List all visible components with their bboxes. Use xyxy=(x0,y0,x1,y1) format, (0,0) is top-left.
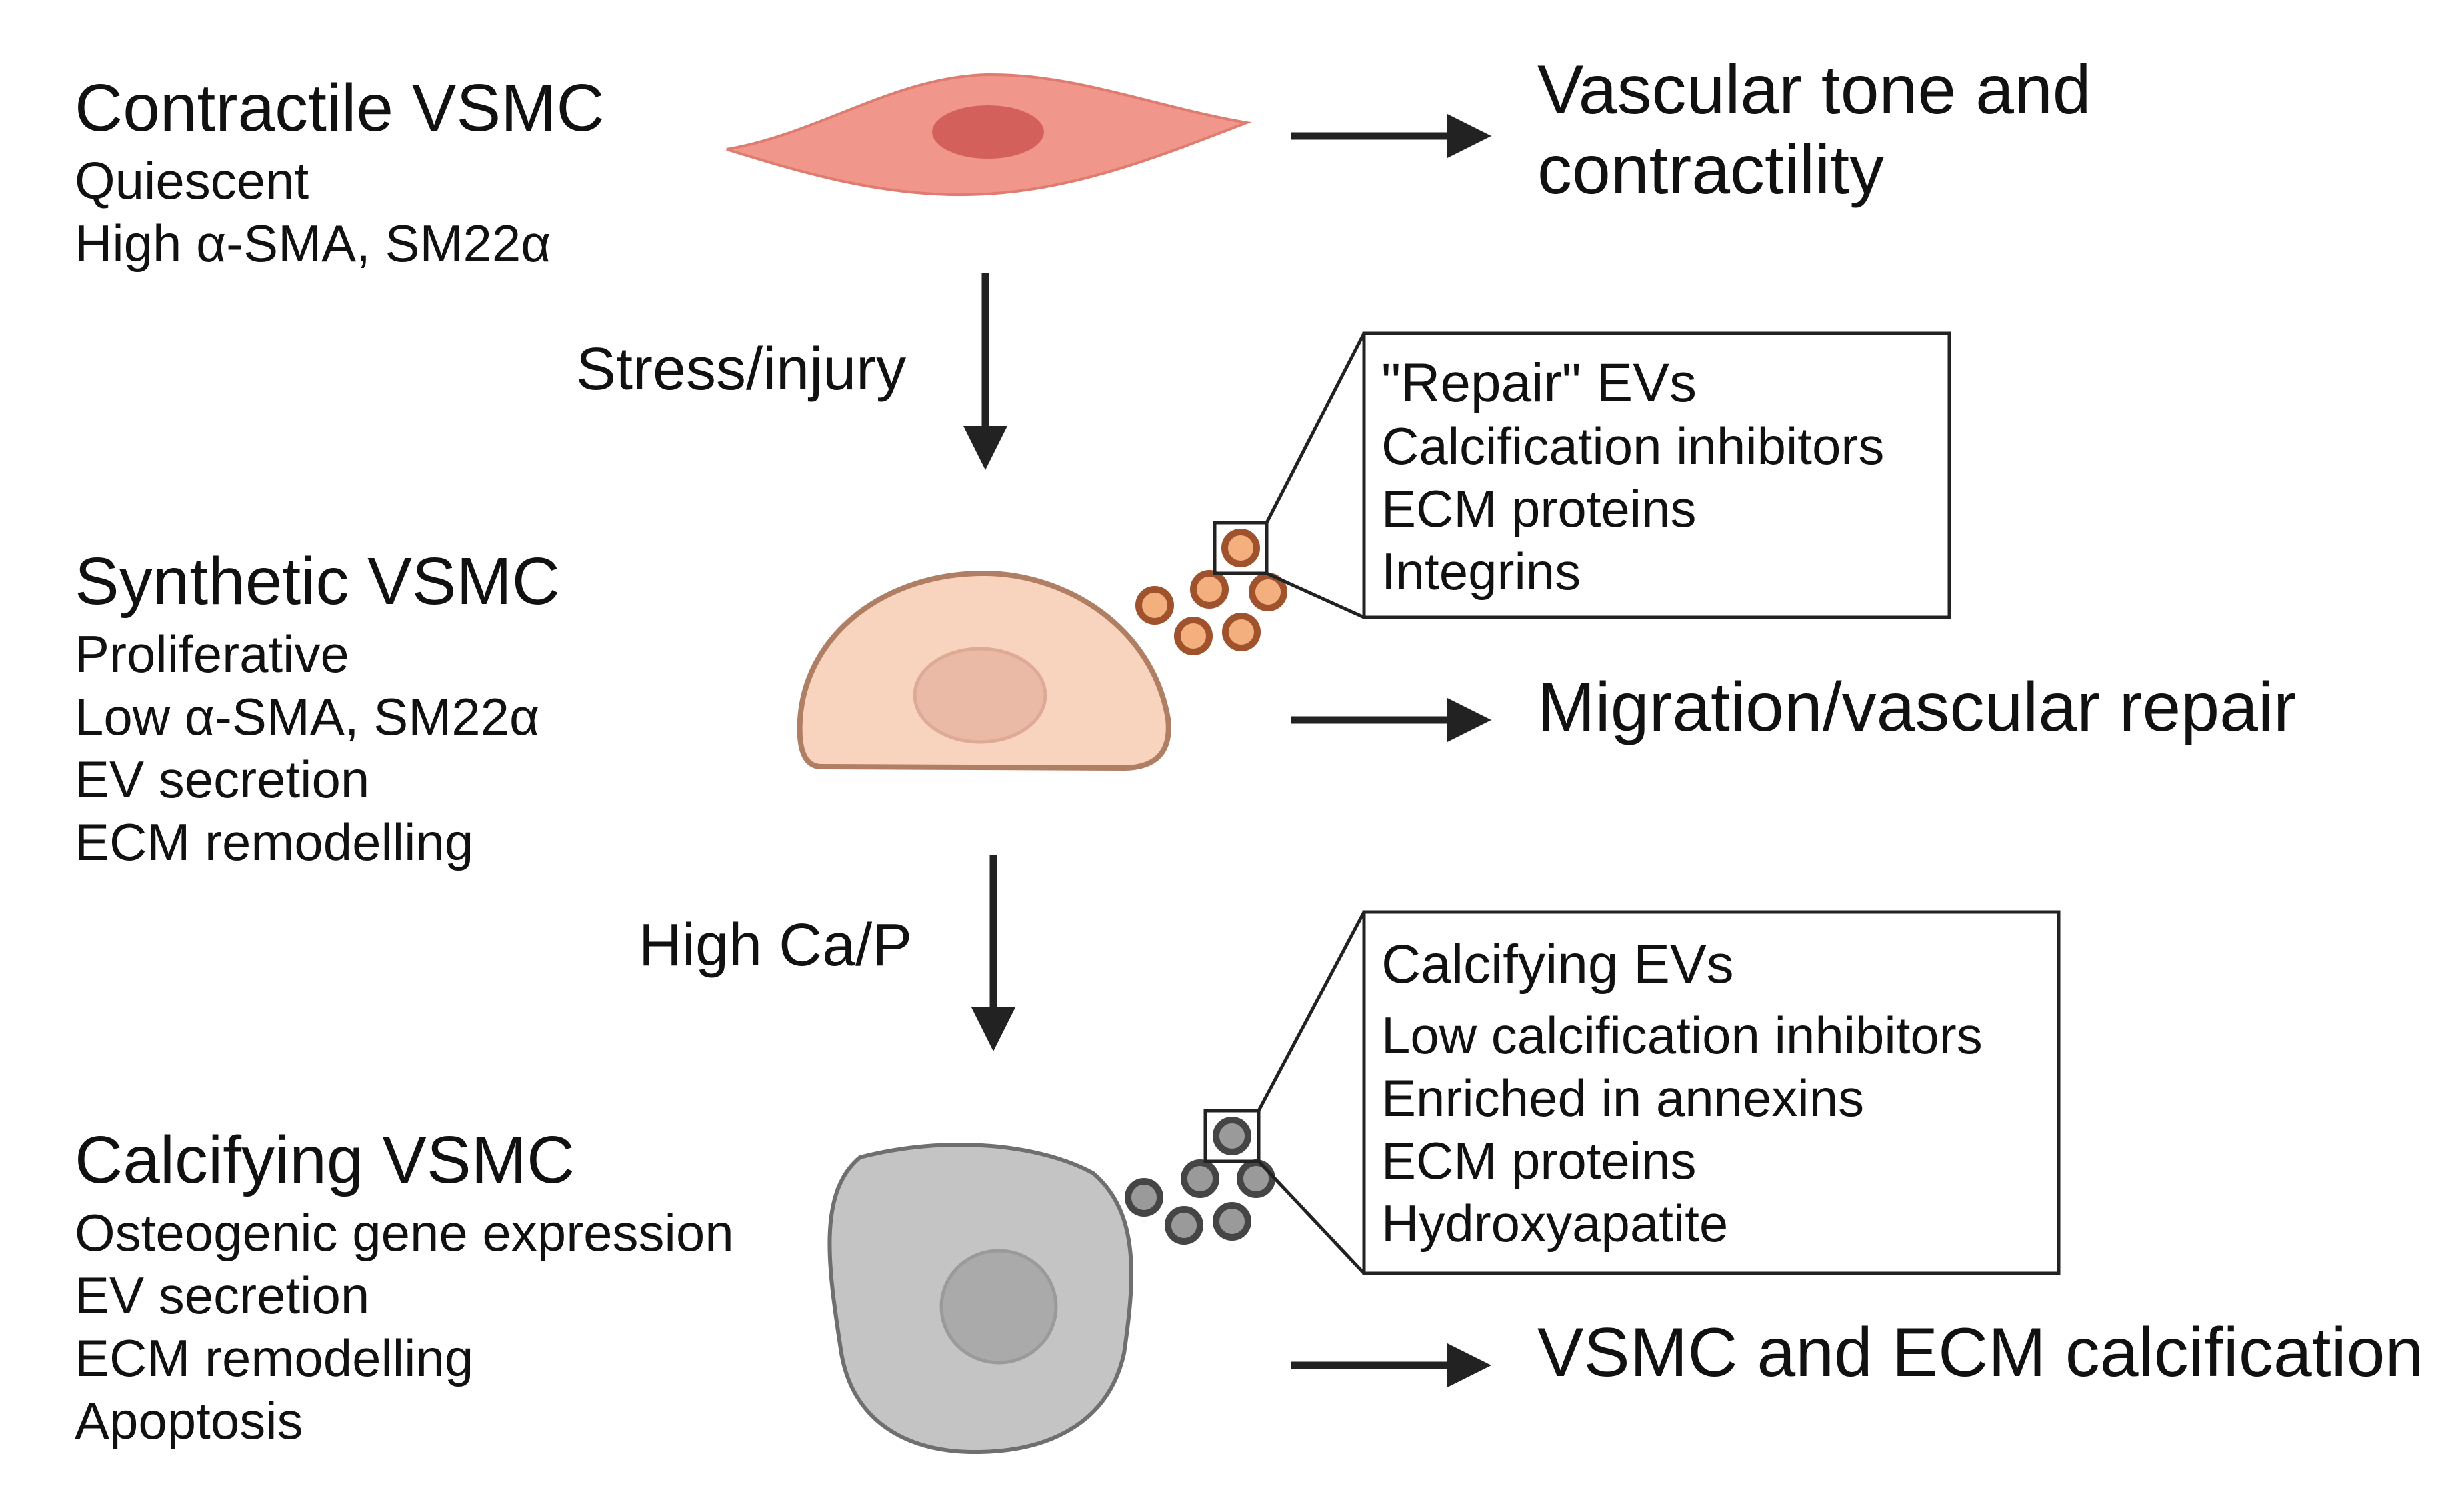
repair-evs-item-2: ECM proteins xyxy=(1381,479,1697,538)
calcifying-callout-line-top xyxy=(1257,911,1366,1112)
repair-ev xyxy=(1190,570,1229,609)
calcifying-title: Calcifying VSMC xyxy=(75,1123,575,1197)
repair-evs-item-1: Calcification inhibitors xyxy=(1381,417,1884,475)
repair-ev xyxy=(1135,586,1174,625)
synthetic-outcome: Migration/vascular repair xyxy=(1537,669,2297,746)
contractile-stage: Contractile VSMC Quiescent High α-SMA, S… xyxy=(75,51,2091,273)
synthetic-line-3: EV secretion xyxy=(75,750,369,809)
synthetic-line-1: Proliferative xyxy=(75,625,349,683)
calcifying-ev xyxy=(1181,1159,1219,1198)
calcifying-line-4: Apoptosis xyxy=(75,1391,303,1450)
calcifying-ev xyxy=(1165,1206,1203,1245)
calcifying-ev xyxy=(1213,1202,1251,1241)
calcifying-nucleus xyxy=(939,1249,1058,1365)
calcifying-evs-item-1: Low calcification inhibitors xyxy=(1381,1006,1983,1065)
calcifying-line-3: ECM remodelling xyxy=(75,1329,473,1387)
repair-evs-item-3: Integrins xyxy=(1381,542,1581,601)
calcifying-evs-title: Calcifying EVs xyxy=(1381,934,1734,995)
calcifying-ev xyxy=(1237,1159,1275,1198)
transition-calcium: High Ca/P xyxy=(639,855,1015,1051)
contractile-outcome-line-1: Vascular tone and xyxy=(1537,51,2091,129)
repair-ev-zoom-square xyxy=(1213,521,1269,575)
contractile-nucleus xyxy=(932,105,1044,159)
synthetic-title: Synthetic VSMC xyxy=(75,544,560,619)
calcifying-evs-box xyxy=(1362,910,2061,1275)
contractile-outcome-line-2: contractility xyxy=(1537,131,1884,209)
contractile-line-1: Quiescent xyxy=(75,151,309,210)
repair-callout-line-bottom xyxy=(1265,571,1365,619)
repair-evs-box xyxy=(1362,331,1951,619)
calcifying-callout-line-bottom xyxy=(1257,1160,1365,1275)
calcifying-stage: Calcifying VSMC Osteogenic gene expressi… xyxy=(75,910,2423,1455)
calcifying-ev xyxy=(1125,1178,1163,1217)
contractile-line-2: High α-SMA, SM22α xyxy=(75,214,551,273)
repair-ev xyxy=(1249,573,1287,611)
calcifying-line-2: EV secretion xyxy=(75,1266,369,1325)
synthetic-nucleus xyxy=(913,647,1047,744)
transition-stress: Stress/injury xyxy=(576,273,1007,470)
calcifying-ev-zoomed xyxy=(1213,1117,1251,1155)
synthetic-line-4: ECM remodelling xyxy=(75,813,473,871)
calcifying-evs-item-4: Hydroxyapatite xyxy=(1381,1194,1728,1253)
repair-evs xyxy=(1135,521,1287,655)
repair-evs-title: "Repair" EVs xyxy=(1381,353,1697,413)
stress-label: Stress/injury xyxy=(576,336,906,403)
synthetic-stage: Synthetic VSMC Proliferative Low α-SMA, … xyxy=(75,331,2297,871)
calcifying-evs-item-3: ECM proteins xyxy=(1381,1131,1697,1190)
repair-ev-zoomed xyxy=(1221,529,1260,567)
calcifying-ev-zoom-square xyxy=(1203,1109,1261,1163)
calcifying-outcome: VSMC and ECM calcification xyxy=(1537,1314,2423,1391)
repair-callout-line-top xyxy=(1265,332,1366,524)
synthetic-line-2: Low α-SMA, SM22α xyxy=(75,687,539,746)
contractile-title: Contractile VSMC xyxy=(75,71,605,145)
calcifying-line-1: Osteogenic gene expression xyxy=(75,1203,734,1262)
calcium-label: High Ca/P xyxy=(639,912,912,979)
calcifying-evs xyxy=(1125,1109,1275,1245)
repair-ev xyxy=(1174,617,1213,655)
repair-ev xyxy=(1222,613,1261,651)
calcifying-evs-item-2: Enriched in annexins xyxy=(1381,1069,1864,1127)
